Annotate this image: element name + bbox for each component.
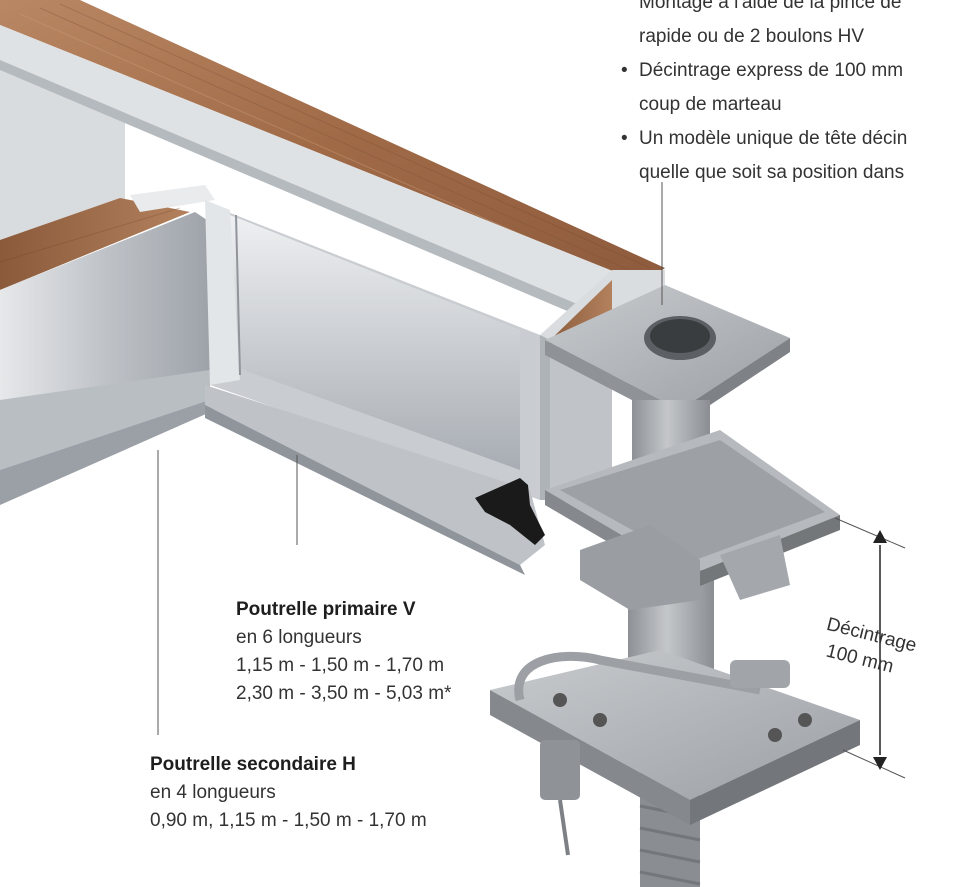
leader-line-decintrage-top bbox=[834, 517, 906, 549]
arrow-down-icon bbox=[873, 757, 887, 770]
base-plate bbox=[490, 650, 860, 856]
wood-plank-secondary bbox=[0, 198, 190, 290]
bullet-icon: • bbox=[621, 60, 628, 81]
secondary-beam-title: Poutrelle secondaire H bbox=[150, 754, 356, 775]
primary-beam-label: Poutrelle primaire V en 6 longueurs 1,15… bbox=[236, 596, 451, 708]
bullet-icon: • bbox=[621, 128, 628, 149]
secondary-beam-label: Poutrelle secondaire H en 4 longueurs 0,… bbox=[150, 751, 427, 835]
secondary-beam-h bbox=[0, 185, 215, 505]
feature-item: • Décintrage express de 100 mm coup de m… bbox=[621, 54, 907, 122]
secondary-beam-line: en 4 longueurs bbox=[150, 782, 276, 803]
dimension-arrow bbox=[873, 530, 887, 770]
secondary-beam-line: 0,90 m, 1,15 m - 1,50 m - 1,70 m bbox=[150, 810, 427, 831]
primary-beam-line: 1,15 m - 1,50 m - 1,70 m bbox=[236, 655, 445, 676]
primary-beam-v bbox=[205, 200, 545, 575]
feature-line: Montage à l'aide de la pince de bbox=[639, 0, 902, 13]
feature-line: Un modèle unique de tête décin bbox=[639, 128, 908, 149]
primary-beam-top bbox=[0, 25, 615, 330]
drop-head-tray bbox=[545, 430, 840, 610]
head-features-list: Montage à l'aide de la pince de rapide o… bbox=[621, 0, 907, 190]
feature-line: Décintrage express de 100 mm bbox=[639, 60, 904, 81]
leader-line-decintrage-bottom bbox=[842, 749, 906, 779]
feature-item: Montage à l'aide de la pince de rapide o… bbox=[621, 0, 907, 54]
leader-lines bbox=[157, 182, 906, 779]
feature-line: coup de marteau bbox=[639, 94, 782, 115]
feature-line: rapide ou de 2 boulons HV bbox=[639, 26, 864, 47]
feature-line: quelle que soit sa position dans bbox=[639, 162, 905, 183]
primary-beam-line: 2,30 m - 3,50 m - 5,03 m* bbox=[236, 683, 452, 704]
primary-beam-title: Poutrelle primaire V bbox=[236, 599, 416, 620]
arrow-up-icon bbox=[873, 530, 887, 543]
primary-beam-line: en 6 longueurs bbox=[236, 627, 362, 648]
feature-item: • Un modèle unique de tête décin quelle … bbox=[621, 122, 907, 190]
